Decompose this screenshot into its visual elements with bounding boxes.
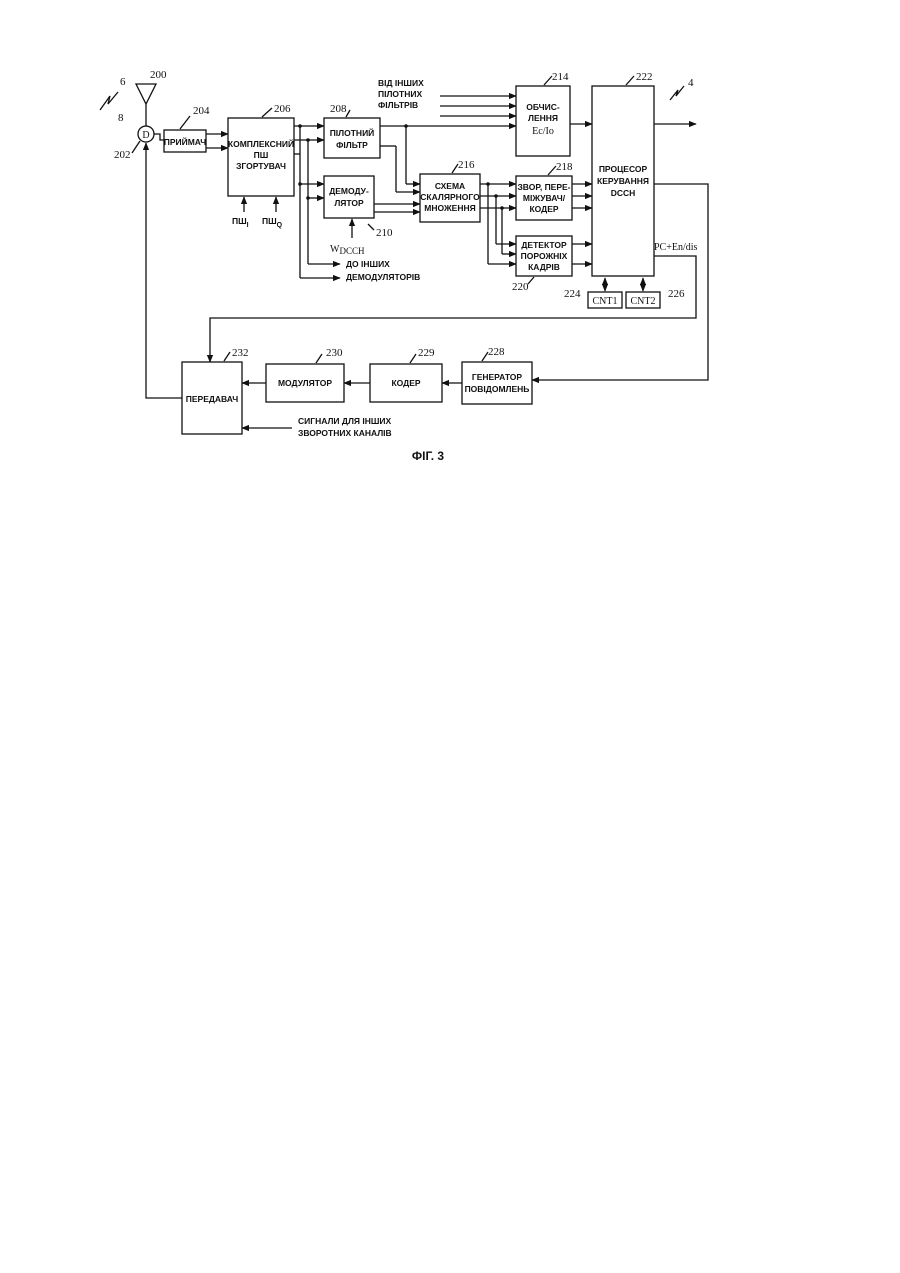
processor-line-1: ПРОЦЕСОР — [599, 164, 648, 174]
ref-220: 220 — [512, 281, 529, 293]
ecio-line-1: ОБЧИС- — [526, 102, 560, 112]
ref-230: 230 — [326, 347, 343, 359]
ref-208: 208 — [330, 103, 347, 115]
ref-214: 214 — [552, 71, 569, 83]
from-other-pilot-2: ПІЛОТНИХ — [378, 89, 422, 99]
other-reverse-1: СИГНАЛИ ДЛЯ ІНШИХ — [298, 416, 392, 426]
msg-gen-line-1: ГЕНЕРАТОР — [472, 372, 523, 382]
despreader-line-2: ПШ — [254, 150, 269, 160]
pn-i-label: ПШI — [232, 216, 249, 229]
ref-232: 232 — [232, 347, 249, 359]
duplexer-label: D — [142, 130, 149, 141]
ref-229: 229 — [418, 347, 435, 359]
ref-226: 226 — [668, 288, 685, 300]
demodulator-block — [324, 176, 374, 218]
from-other-pilot-3: ФІЛЬТРІВ — [378, 100, 418, 110]
dot-product-line-2: СКАЛЯРНОГО — [420, 192, 480, 202]
ref-6: 6 — [120, 76, 126, 88]
pn-q-label: ПШQ — [262, 216, 283, 229]
processor-line-2: КЕРУВАННЯ — [597, 176, 649, 186]
despreader-line-1: КОМПЛЕКСНИЙ — [228, 138, 294, 149]
pilot-filter-line-2: ФІЛЬТР — [336, 140, 368, 150]
receiver-label: ПРИЙМАЧ — [164, 136, 207, 147]
duplexer: D — [138, 126, 154, 142]
erasure-line-3: КАДРІВ — [528, 262, 560, 272]
cnt2-label: CNT2 — [631, 296, 656, 307]
ref-222: 222 — [636, 71, 653, 83]
to-other-demods-1: ДО ІНШИХ — [346, 259, 390, 269]
ref-210: 210 — [376, 227, 393, 239]
encoder-label: КОДЕР — [391, 378, 420, 388]
other-reverse-2: ЗВОРОТНИХ КАНАЛІВ — [298, 428, 392, 438]
ecio-sub: Ec/Io — [532, 126, 554, 137]
msg-gen-line-2: ПОВІДОМЛЕНЬ — [465, 384, 530, 394]
demodulator-line-2: ЛЯТОР — [334, 198, 364, 208]
ref-204: 204 — [193, 105, 210, 117]
dot-product-line-3: МНОЖЕННЯ — [424, 203, 475, 213]
ref-218: 218 — [556, 161, 573, 173]
pilot-filter-block — [324, 118, 380, 158]
pilot-filter-line-1: ПІЛОТНИЙ — [330, 127, 375, 138]
ref-202: 202 — [114, 149, 131, 161]
deinterleaver-line-2: МІЖУВАЧ/ — [523, 193, 566, 203]
ref-200: 200 — [150, 69, 167, 81]
processor-line-3: DCCH — [611, 188, 636, 198]
ref-228: 228 — [488, 346, 505, 358]
ref-224: 224 — [564, 288, 581, 300]
transmitter-label: ПЕРЕДАВАЧ — [186, 394, 239, 404]
deinterleaver-line-1: ЗВОР, ПЕРЕ- — [517, 182, 570, 192]
walsh-label: WDCCH — [330, 244, 365, 256]
ref-4: 4 — [688, 77, 694, 89]
ecio-line-2: ЛЕННЯ — [528, 113, 558, 123]
erasure-line-1: ДЕТЕКТОР — [521, 240, 567, 250]
antenna-icon — [136, 84, 156, 126]
modulator-label: МОДУЛЯТОР — [278, 378, 332, 388]
erasure-line-2: ПОРОЖНІХ — [521, 251, 568, 261]
ref-8: 8 — [118, 112, 124, 124]
despreader-line-3: ЗГОРТУВАЧ — [236, 161, 286, 171]
deinterleaver-line-3: КОДЕР — [529, 204, 558, 214]
from-other-pilot-1: ВІД ІНШИХ — [378, 78, 424, 88]
ref-206: 206 — [274, 103, 291, 115]
cnt1-label: CNT1 — [593, 296, 618, 307]
msg-gen-block — [462, 362, 532, 404]
demodulator-line-1: ДЕМОДУ- — [329, 186, 369, 196]
lightning-icon — [670, 86, 684, 100]
ref-216: 216 — [458, 159, 475, 171]
figure-caption: ФІГ. 3 — [412, 449, 445, 463]
pc-en-dis-label: PC+En/dis — [654, 242, 698, 253]
dot-product-line-1: СХЕМА — [435, 181, 465, 191]
lightning-icon — [100, 92, 118, 110]
to-other-demods-2: ДЕМОДУЛЯТОРІВ — [346, 272, 420, 282]
